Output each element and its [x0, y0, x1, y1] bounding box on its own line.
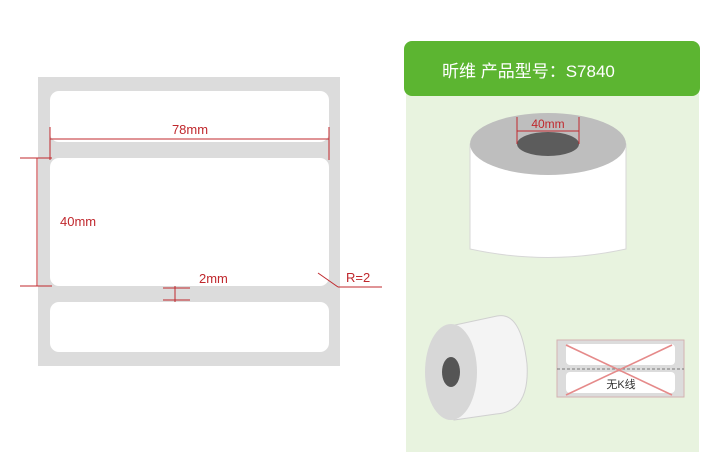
no-k-line-sample	[556, 339, 685, 398]
width-label: 78mm	[172, 122, 208, 137]
label-roll-upright	[469, 113, 627, 258]
product-header	[404, 41, 700, 96]
height-dimension	[20, 157, 52, 287]
core-dimension	[516, 117, 580, 144]
product-panel: 昕维 产品型号：S7840 40mm 无K线	[404, 41, 700, 452]
gap-label: 2mm	[199, 271, 228, 286]
corner-radius-callout	[317, 272, 382, 288]
label-diagram: 78mm 40mm 2mm R=2	[20, 77, 382, 366]
label-bottom	[50, 302, 329, 352]
label-top	[50, 91, 329, 142]
no-k-line-label: 无K线	[606, 377, 635, 391]
width-dimension	[49, 127, 330, 160]
gap-dimension	[163, 286, 190, 302]
corner-label: R=2	[346, 270, 370, 285]
label-main	[50, 158, 329, 286]
label-roll-side	[425, 315, 528, 421]
height-label: 40mm	[60, 214, 96, 229]
core-diameter-label: 40mm	[531, 117, 564, 131]
product-header-title: 昕维 产品型号：S7840	[442, 62, 615, 81]
